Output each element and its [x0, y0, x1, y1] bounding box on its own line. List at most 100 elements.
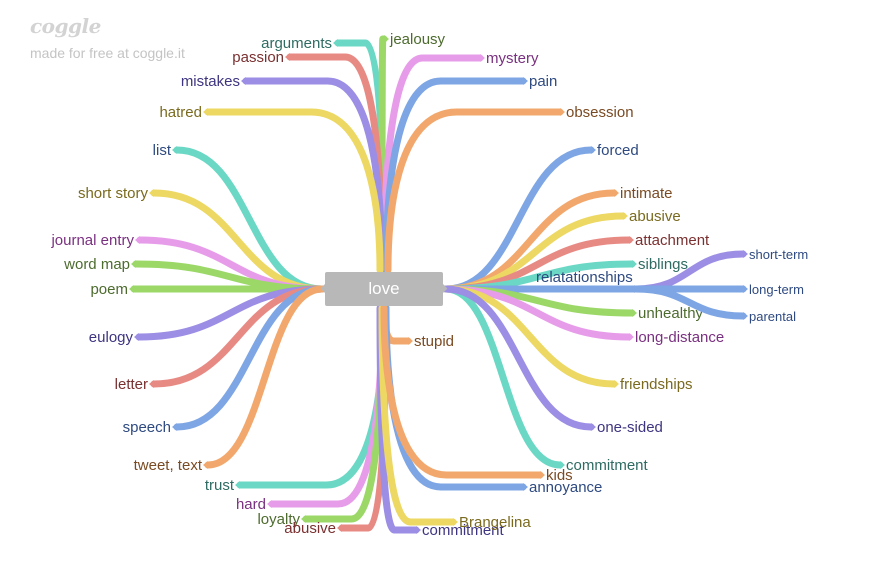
branch-label[interactable]: abusive — [629, 208, 681, 225]
branch-25[interactable]: kids — [380, 304, 573, 484]
branch-label[interactable]: relatationships — [536, 269, 633, 286]
branch-label[interactable]: loyalty — [257, 511, 300, 528]
sub-branch-line — [632, 285, 747, 320]
branch-end-arrow — [540, 471, 545, 479]
branch-line — [173, 285, 326, 431]
sub-branch-label[interactable]: short-term — [749, 247, 808, 262]
branch-end-arrow — [523, 483, 528, 491]
brand-logo: coggle — [30, 14, 101, 38]
branch-line — [204, 285, 326, 469]
branch-label[interactable]: letter — [115, 376, 148, 393]
branch-17[interactable]: trust — [205, 304, 388, 494]
branch-label[interactable]: word map — [63, 256, 130, 273]
center-node-label: love — [368, 279, 400, 298]
branch-line — [204, 108, 384, 274]
branch-end-arrow — [134, 333, 139, 341]
branch-label[interactable]: hard — [236, 496, 266, 513]
branch-end-arrow — [129, 285, 134, 293]
sub-branch-end-arrow — [743, 285, 748, 293]
branch-end-arrow — [337, 524, 342, 532]
branch-label[interactable]: commitment — [422, 522, 505, 539]
branch-36[interactable]: one-sided — [442, 285, 663, 436]
branch-label[interactable]: intimate — [620, 185, 673, 202]
branch-21[interactable]: stupid — [380, 304, 454, 350]
branch-line — [384, 108, 564, 274]
branch-end-arrow — [523, 77, 528, 85]
branch-end-arrow — [632, 309, 637, 317]
branch-end-arrow — [135, 236, 140, 244]
branch-label[interactable]: kids — [546, 467, 573, 484]
branch-label[interactable]: list — [153, 142, 172, 159]
branch-end-arrow — [149, 380, 154, 388]
sub-branch-label[interactable]: long-term — [749, 282, 804, 297]
branch-end-arrow — [629, 333, 634, 341]
branch-label[interactable]: speech — [123, 419, 171, 436]
branch-end-arrow — [614, 189, 619, 197]
branch-end-arrow — [560, 108, 565, 116]
branch-label[interactable]: arguments — [261, 35, 332, 52]
sub-branch-end-arrow — [743, 312, 748, 320]
branch-end-arrow — [241, 77, 246, 85]
center-node[interactable]: love — [325, 272, 443, 306]
branch-end-arrow — [416, 526, 421, 534]
branch-label[interactable]: pain — [529, 73, 557, 90]
branch-16[interactable]: tweet, text — [134, 285, 326, 474]
branch-label[interactable]: eulogy — [89, 329, 134, 346]
branch-label[interactable]: friendships — [620, 376, 693, 393]
branch-line — [442, 285, 618, 388]
branch-label[interactable]: journal entry — [50, 232, 134, 249]
branch-end-arrow — [333, 39, 338, 47]
branch-label[interactable]: commitment — [566, 457, 649, 474]
branch-end-arrow — [591, 146, 596, 154]
branch-label[interactable]: mistakes — [181, 73, 240, 90]
branch-15[interactable]: speech — [123, 285, 326, 436]
branch-end-arrow — [235, 481, 240, 489]
branch-end-arrow — [172, 146, 177, 154]
branch-label[interactable]: jealousy — [389, 31, 446, 48]
branch-label[interactable]: Brangelina — [459, 514, 531, 531]
branch-label[interactable]: one-sided — [597, 419, 663, 436]
branch-label[interactable]: mystery — [486, 50, 539, 67]
branch-label[interactable]: obsession — [566, 104, 634, 121]
branch-label[interactable]: hatred — [159, 104, 202, 121]
branch-label[interactable]: forced — [597, 142, 639, 159]
branch-label[interactable]: short story — [78, 185, 149, 202]
sub-branch-2[interactable]: parental — [632, 285, 796, 324]
branch-label[interactable]: passion — [232, 49, 284, 66]
branch-end-arrow — [172, 423, 177, 431]
branch-end-arrow — [480, 54, 485, 62]
branch-line — [268, 304, 386, 508]
branch-end-arrow — [591, 423, 596, 431]
branch-line — [150, 285, 326, 388]
branch-end-arrow — [285, 53, 290, 61]
branch-label[interactable]: stupid — [414, 333, 454, 350]
branch-4[interactable]: mistakes — [181, 73, 386, 274]
branch-label[interactable]: siblings — [638, 256, 688, 273]
branch-end-arrow — [267, 500, 272, 508]
branch-end-arrow — [632, 260, 637, 268]
branch-label[interactable]: unhealthy — [638, 305, 704, 322]
branch-end-arrow — [629, 236, 634, 244]
branch-end-arrow — [408, 337, 413, 345]
branch-end-arrow — [560, 461, 565, 469]
branch-6[interactable]: hatred — [159, 104, 384, 274]
branch-end-arrow — [384, 35, 389, 43]
branch-label[interactable]: trust — [205, 477, 235, 494]
branch-line — [380, 304, 544, 479]
branch-line — [442, 285, 564, 469]
branch-label[interactable]: abusive — [284, 520, 336, 537]
branch-label[interactable]: attachment — [635, 232, 710, 249]
branch-end-arrow — [623, 212, 628, 220]
branch-label[interactable]: annoyance — [529, 479, 602, 496]
branch-label[interactable]: tweet, text — [134, 457, 203, 474]
branch-7[interactable]: obsession — [384, 104, 634, 274]
branch-26[interactable]: commitment — [442, 285, 649, 474]
branch-label[interactable]: poem — [90, 281, 128, 298]
brand-tagline: made for free at coggle.it — [30, 45, 185, 61]
branch-35[interactable]: friendships — [442, 285, 693, 393]
branch-label[interactable]: long-distance — [635, 329, 724, 346]
branch-end-arrow — [149, 189, 154, 197]
sub-branch-label[interactable]: parental — [749, 309, 796, 324]
branch-14[interactable]: letter — [115, 285, 326, 393]
